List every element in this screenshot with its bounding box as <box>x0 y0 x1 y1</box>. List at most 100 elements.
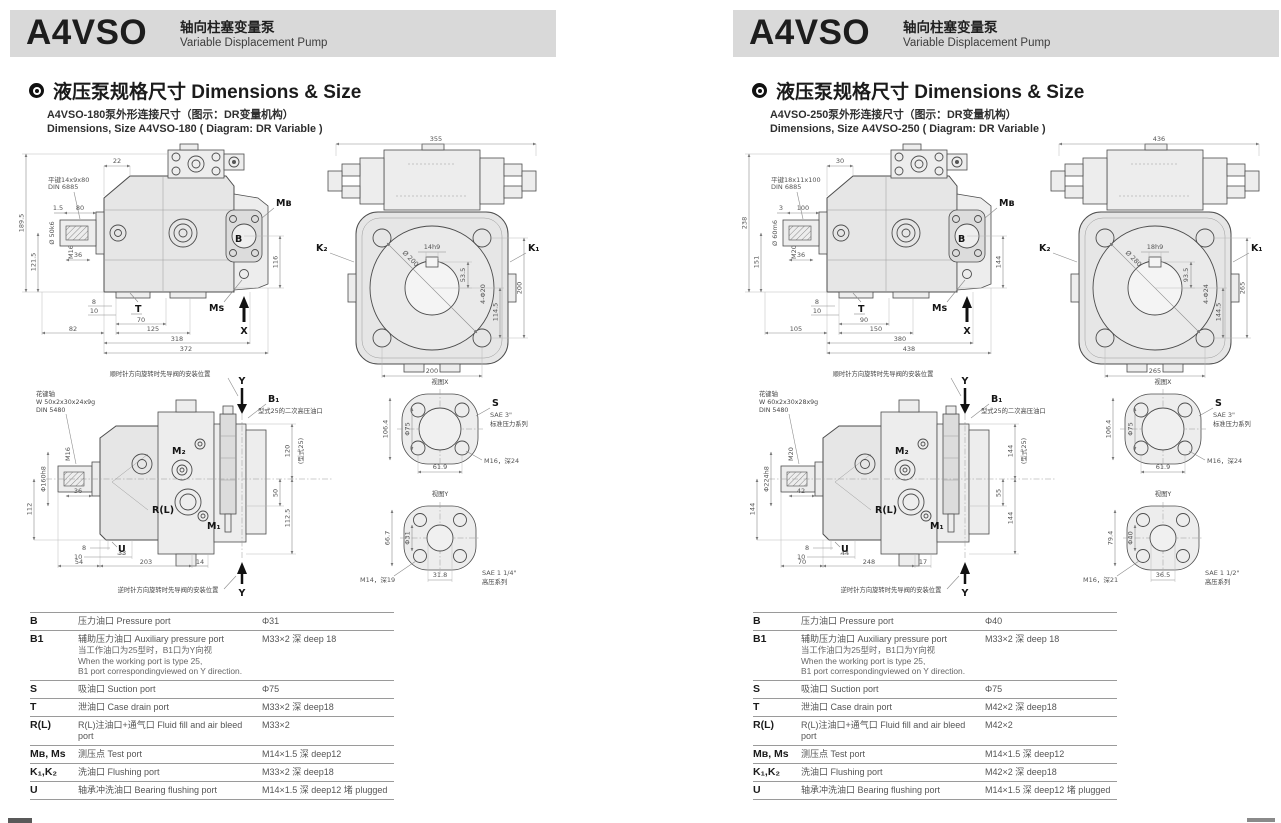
dim-label: Φ40 <box>1127 531 1135 544</box>
port-spec: M33×2 深 deep 18 <box>985 634 1060 644</box>
port-spec: M33×2 深 deep18 <box>262 701 334 712</box>
dim-label: 8 <box>92 298 96 306</box>
side-view-port-labels: B Mʙ T Ms X <box>129 198 291 337</box>
view-y: 视图Y 79.4 Φ40 M16，深21 36.5 SAE 1 1/2" 高压系… <box>1083 489 1240 586</box>
key-spec-label: 平键18x11x100 <box>771 175 821 184</box>
port-t-label: T <box>135 304 142 315</box>
front-view-dimensions: 355 Ø 200 14h9 53.5 4-Φ20 114.5 200 200 <box>335 135 537 378</box>
port-mb-label: Mʙ <box>999 198 1014 209</box>
dim-label: 106.4 <box>382 420 390 439</box>
view-y-title: 视图Y <box>432 489 449 498</box>
table-row: S 吸油口 Suction port Φ75 <box>753 681 1117 699</box>
dim-label: Φ75 <box>1127 422 1135 435</box>
top-view-port-labels: M₂ R(L) M₁ U <box>111 446 221 555</box>
dim-label: 112 <box>26 503 34 515</box>
b1-note: 型式25的二次高压油口 <box>981 406 1046 415</box>
dim-label: 150 <box>870 325 882 333</box>
product-name: A4VSO <box>749 13 871 52</box>
port-desc: 辅助压力油口 Auxiliary pressure port 当工作油口为25型… <box>801 634 985 677</box>
dim-label: 144 <box>1007 445 1015 457</box>
dim-label: 355 <box>430 135 442 143</box>
port-m1-label: M₁ <box>207 521 221 532</box>
pilot-dia-label: Φ224h8 <box>763 466 771 492</box>
port-desc: 压力油口 Pressure port <box>78 616 171 626</box>
top-view-dimensions: 144 Φ224h8 M20 42 144 (型式25) 55 144 8 <box>749 423 1028 568</box>
port-code: B1 <box>30 633 44 645</box>
dim-label: 17 <box>919 558 927 566</box>
product-subtitle: 轴向柱塞变量泵 Variable Displacement Pump <box>180 16 327 49</box>
sae-label: 高压系列 <box>1205 577 1230 586</box>
view-x: 视图X 106.4 Φ75 S SAE 3" 标准压力系列 M16，深24 61… <box>382 377 528 474</box>
port-code: U <box>30 783 38 796</box>
dim-label: 144 <box>749 503 757 515</box>
dim-label: 120 <box>284 445 292 457</box>
dim-label: 116 <box>272 256 280 268</box>
port-code: S <box>30 682 38 695</box>
port-desc: 吸油口 Suction port <box>78 683 156 694</box>
dim-label: Φ75 <box>404 422 412 435</box>
axis-x-label: X <box>963 326 971 337</box>
drawing-caption: A4VSO-180泵外形连接尺寸（图示：DR变量机构） Dimensions, … <box>47 109 323 136</box>
top-view-drawing: 顺时针方向旋转时先导阀的安装位置 Y B₁ 型式25的二次高压油口 逆时针方向旋… <box>26 369 332 599</box>
port-t-label: T <box>858 304 865 315</box>
dim-label: 125 <box>147 325 159 333</box>
port-spec: M42×2 深 deep18 <box>985 701 1057 712</box>
table-row: U 轴承冲洗油口 Bearing flushing port M14×1.5 深… <box>30 782 394 800</box>
port-spec: M33×2 <box>262 719 290 730</box>
port-code: R(L) <box>753 718 774 731</box>
product-subtitle-en: Variable Displacement Pump <box>903 37 1051 49</box>
port-views-drawing: 视图X 106.4 Φ75 S SAE 3" 标准压力系列 M16，深24 61… <box>1083 377 1251 586</box>
axis-y-label: Y <box>961 588 969 599</box>
holes-label: 4-Φ24 <box>1202 284 1210 304</box>
thread-label: M16，深24 <box>484 456 519 465</box>
port-desc: 轴承冲洗油口 Bearing flushing port <box>78 784 218 795</box>
port-spec: M14×1.5 深 deep12 <box>262 748 342 759</box>
dim-label: 189.5 <box>18 214 26 233</box>
dim-label: Φ31 <box>404 531 412 544</box>
dim-label: 80 <box>76 204 84 212</box>
sae-label: 标准压力系列 <box>1213 419 1251 428</box>
port-note: B1 port correspondingviewed on Y directi… <box>78 666 243 676</box>
port-note: When the working port is type 25, <box>78 655 203 666</box>
table-row: B1 辅助压力油口 Auxiliary pressure port 当工作油口为… <box>753 631 1117 681</box>
ccw-mount-callout: 逆时针方向旋转时先导阀的安装位置 <box>841 585 942 594</box>
b1-note: 型式25的二次高压油口 <box>258 406 323 415</box>
port-code: T <box>753 700 760 713</box>
dim-label: 33 <box>118 549 126 557</box>
bullet-icon <box>752 83 767 98</box>
dim-label: (型式25) <box>1019 438 1028 464</box>
caption-en: Dimensions, Size A4VSO-250 ( Diagram: DR… <box>770 122 1046 135</box>
key-dim-label: 18h9 <box>1147 243 1164 251</box>
dim-label: 42 <box>797 487 805 495</box>
section-title: 液压泵规格尺寸 Dimensions & Size <box>53 82 362 103</box>
dim-label: 438 <box>903 345 915 353</box>
dim-label: 144 <box>1007 512 1015 524</box>
front-view-port-labels: K₂ K₁ <box>316 243 540 263</box>
dim-label: 114.5 <box>492 303 500 322</box>
dim-label: 93.5 <box>1182 268 1190 282</box>
side-view-port-labels: B Mʙ T Ms X <box>852 198 1014 337</box>
port-code: Mʙ, Ms <box>753 747 789 760</box>
dim-label: (型式25) <box>296 438 305 464</box>
side-view-dimensions: 189.5 121.5 平键14x9x80 DIN 6885 1.5 80 22… <box>18 153 284 355</box>
port-spec: M14×1.5 深 deep12 堵 plugged <box>262 784 388 795</box>
port-code: R(L) <box>30 718 51 731</box>
thread-label: M14，深19 <box>360 575 395 584</box>
spline-label: W 60x2x30x28x9g <box>759 399 818 406</box>
dim-label: 53.5 <box>459 268 467 282</box>
catalog-page: A4VSO 轴向柱塞变量泵 Variable Displacement Pump… <box>10 0 558 823</box>
dim-label: 36 <box>797 251 805 259</box>
table-row: B 压力油口 Pressure port Φ40 <box>753 613 1117 631</box>
port-desc: 泄油口 Case drain port <box>78 701 170 712</box>
key-dim-label: 14h9 <box>424 243 441 251</box>
dim-label: 31.8 <box>433 571 447 579</box>
dim-label: 44 <box>841 549 849 557</box>
view-x-title: 视图X <box>432 377 450 386</box>
caption-cn: A4VSO-180泵外形连接尺寸（图示：DR变量机构） <box>47 109 294 121</box>
sae-label: SAE 1 1/4" <box>482 569 517 577</box>
dim-label: 8 <box>815 298 819 306</box>
port-m1-label: M₁ <box>930 521 944 532</box>
section-heading: 液压泵规格尺寸 Dimensions & Size <box>29 77 361 104</box>
key-spec-label: 平键14x9x80 <box>48 175 89 184</box>
dim-label: 10 <box>90 307 98 315</box>
